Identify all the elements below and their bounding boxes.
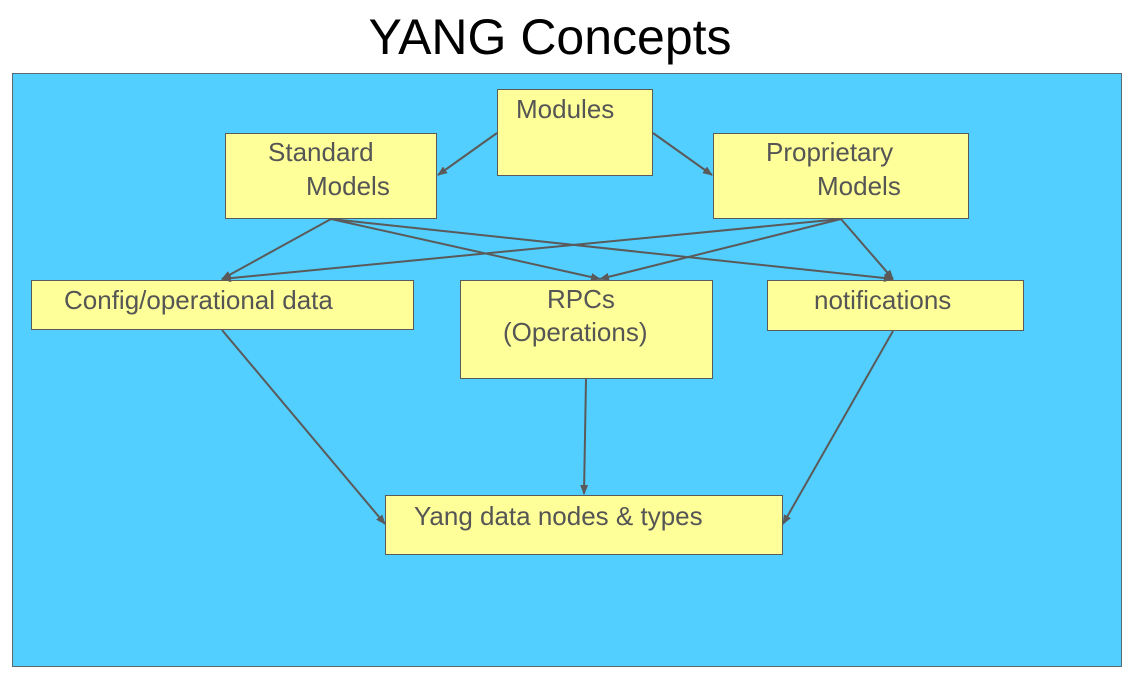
node-standard-models bbox=[225, 133, 437, 219]
proprietary-label-line2: Models bbox=[817, 171, 901, 201]
node-yang-data-nodes bbox=[385, 495, 783, 555]
node-proprietary-models bbox=[713, 133, 969, 219]
modules-label: Modules bbox=[516, 94, 615, 124]
arrow-standard-rpcs bbox=[330, 218, 601, 281]
config-label: Config/operational data bbox=[64, 285, 333, 315]
arrow-notifications-yang bbox=[782, 330, 894, 525]
arrow-config-yang bbox=[221, 329, 386, 525]
arrow-rpcs-yang bbox=[580, 378, 589, 495]
rpcs-label-line2: (Operations) bbox=[503, 317, 648, 347]
slide-title: YANG Concepts bbox=[368, 9, 732, 65]
node-modules bbox=[497, 89, 653, 176]
proprietary-label-line1: Proprietary bbox=[766, 137, 894, 167]
arrow-modules-standard bbox=[437, 132, 498, 176]
notifications-label: notifications bbox=[814, 285, 952, 315]
node-config-data bbox=[31, 280, 414, 330]
node-rpcs bbox=[460, 280, 713, 379]
yang-label: Yang data nodes & types bbox=[414, 501, 703, 531]
standard-label-line2: Models bbox=[306, 171, 390, 201]
arrow-proprietary-notifications bbox=[840, 218, 894, 280]
arrow-proprietary-config bbox=[221, 218, 842, 283]
arrow-standard-notifications bbox=[330, 218, 894, 283]
arrow-proprietary-rpcs bbox=[599, 218, 842, 281]
arrow-modules-proprietary bbox=[652, 132, 713, 176]
node-notifications bbox=[767, 280, 1024, 331]
arrow-standard-config bbox=[221, 218, 332, 280]
standard-label-line1: Standard bbox=[268, 137, 374, 167]
rpcs-label-line1: RPCs bbox=[547, 284, 615, 314]
